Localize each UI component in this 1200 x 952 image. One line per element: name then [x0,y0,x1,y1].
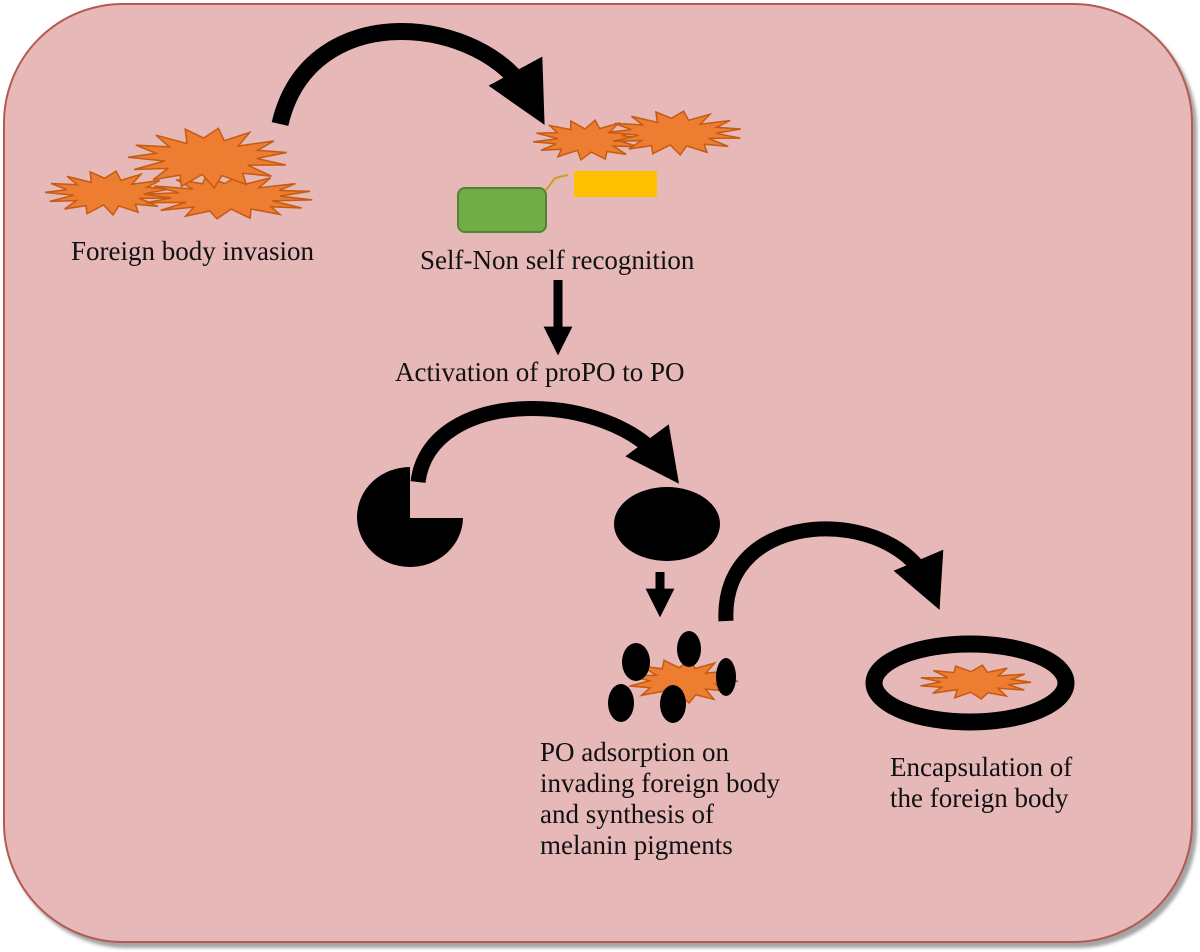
melanin-dot-icon [660,685,686,723]
foreign-body-starburst-icon [143,174,313,220]
receptor-link [545,174,569,191]
foreign-body-starburst-icon [607,110,742,157]
propo-wedge-icon [357,467,463,567]
curved-arrow-icon [271,23,545,127]
curved-arrow-icon [410,401,680,484]
encapsulated-foreign-body [865,635,1075,731]
receptor-icon [457,187,547,233]
encapsulation-label: Encapsulation of the foreign body [890,752,1072,814]
foreign-body-starburst-icon [127,127,287,190]
ligand-icon [574,171,657,197]
recognition-foreign-bodies [533,110,742,162]
adsorption-label: PO adsorption on invading foreign body a… [540,737,780,861]
adsorbed-foreign-body [608,631,739,723]
adsorption-label-line: invading foreign body [540,768,780,798]
melanin-dot-icon [608,684,634,722]
adsorption-label-line: melanin pigments [540,830,733,860]
foreign-body-starburst-icon [44,170,171,217]
foreign-body-starburst-icon [920,664,1032,700]
encapsulation-label-line: Encapsulation of [890,752,1073,782]
capsule-ring-icon [865,635,1075,731]
recognition-label: Self-Non self recognition [420,245,695,275]
curved-arrow-icon [718,521,944,622]
adsorption-label-line: and synthesis of [540,799,714,829]
melanin-dot-icon [622,643,650,681]
activation-label: Activation of proPO to PO [395,357,685,387]
invading-foreign-bodies [44,127,313,220]
melanin-dot-icon [716,658,736,696]
melanin-dot-icon [677,631,701,667]
invasion-label: Foreign body invasion [71,236,314,266]
po-ellipse-icon [614,487,720,561]
adsorption-label-line: PO adsorption on [540,737,729,767]
encapsulation-label-line: the foreign body [890,783,1069,813]
